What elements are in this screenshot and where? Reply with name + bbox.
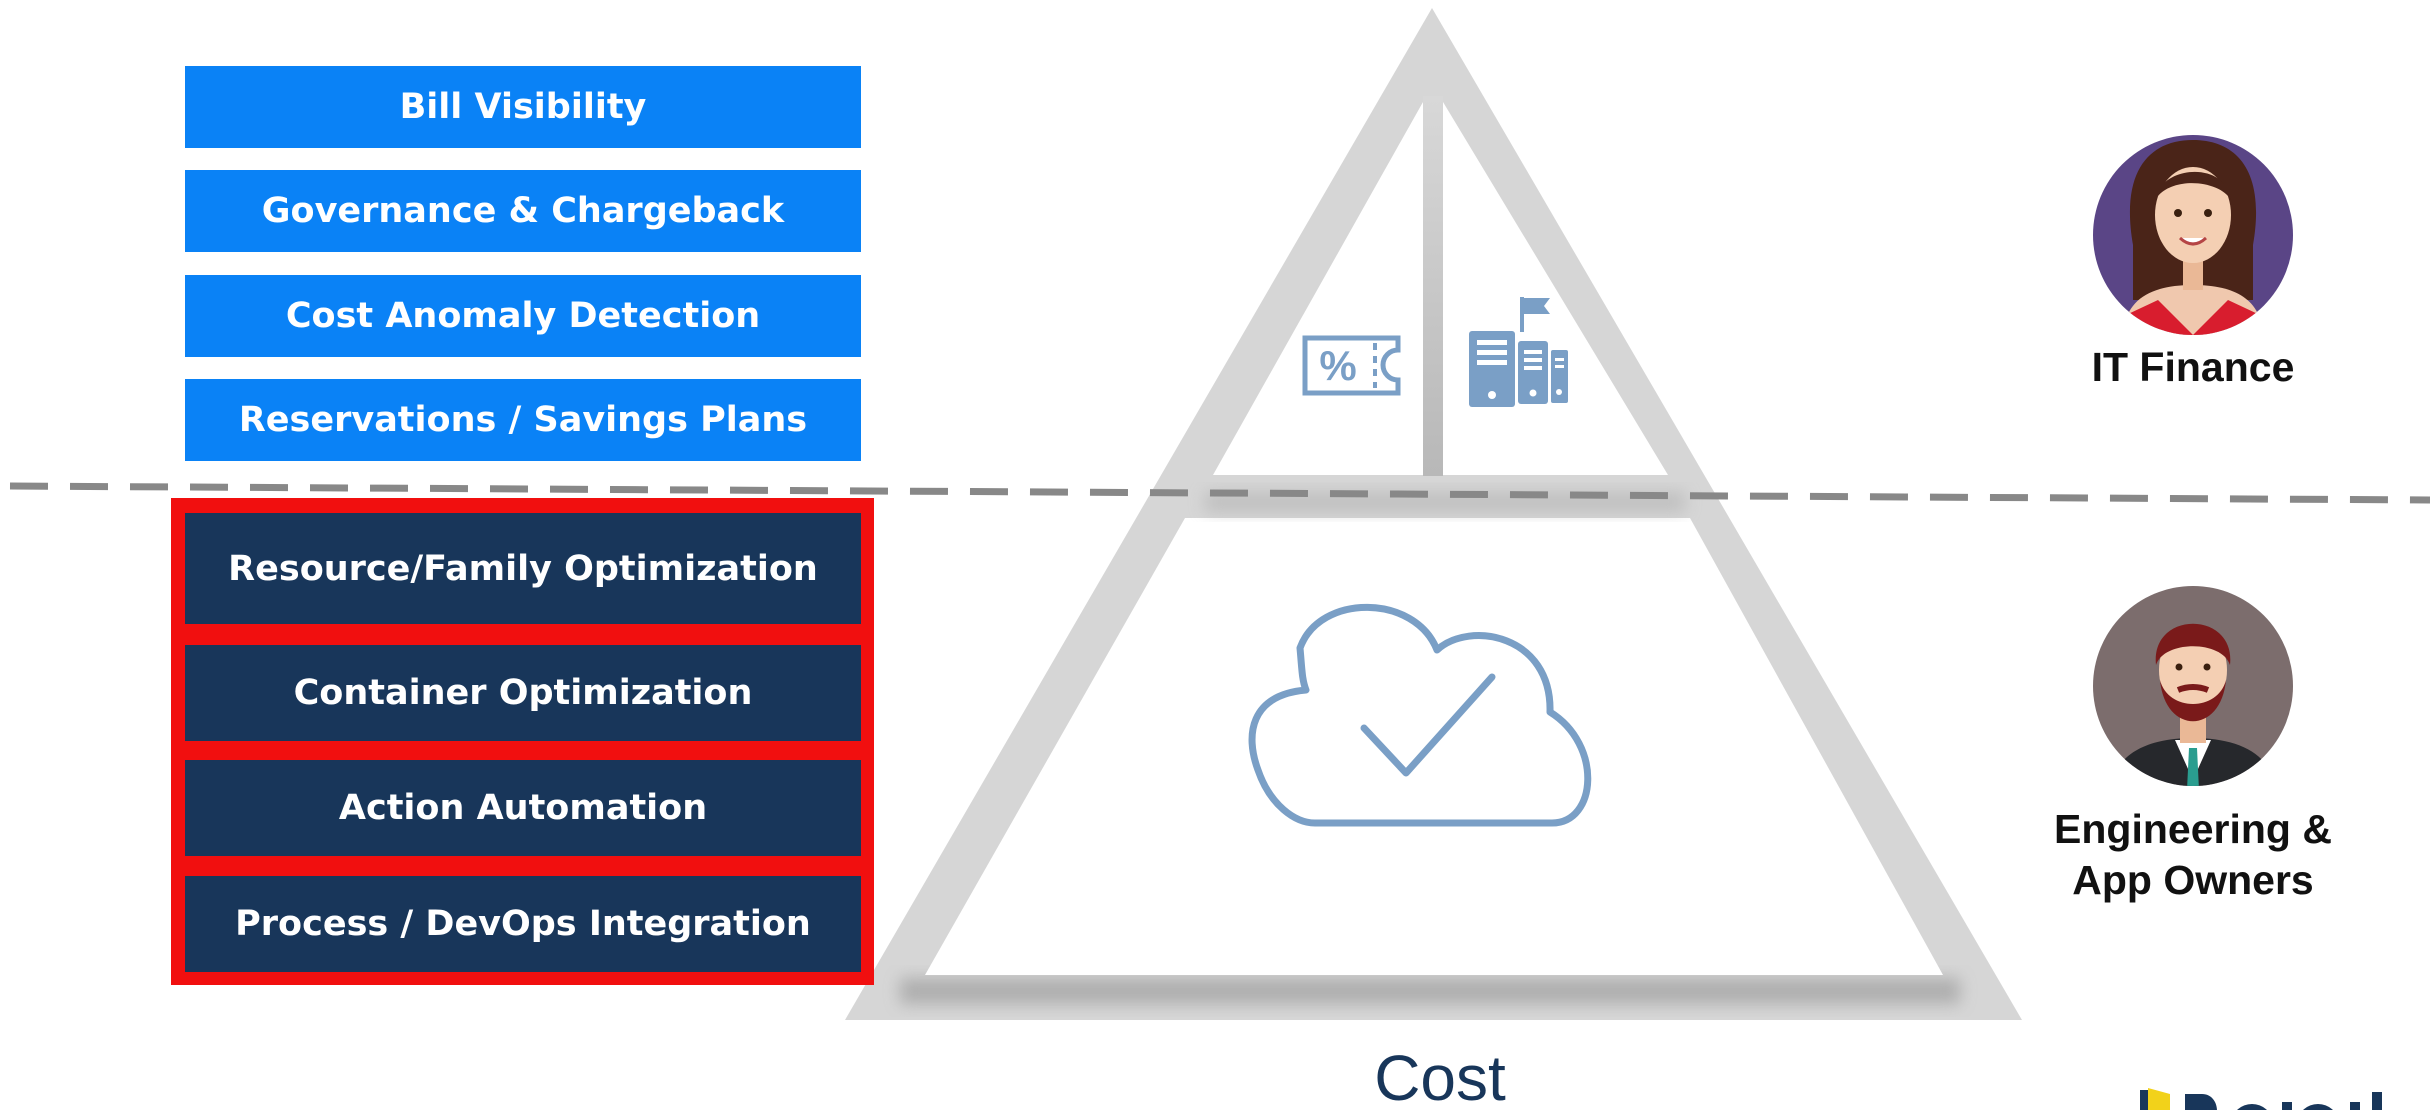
brand-logo	[2140, 1088, 2430, 1110]
discount-ticket-icon: %	[1302, 335, 1401, 396]
persona-it-finance-label: IT Finance	[2091, 344, 2295, 390]
pyramid-base-label: Cost	[1374, 1042, 1506, 1114]
pyramid-top-left-section	[1213, 102, 1423, 475]
man-avatar-icon	[2093, 586, 2293, 786]
svg-text:%: %	[1319, 342, 1356, 389]
pyramid-base-shadow	[900, 978, 1960, 1004]
capability-reservations-savings-plans: Reservations / Savings Plans	[185, 379, 861, 461]
capability-action-automation: Action Automation	[185, 760, 861, 856]
persona-engineering-line2: App Owners	[2072, 857, 2314, 903]
section-divider	[9, 482, 2430, 504]
capability-governance-chargeback: Governance & Chargeback	[185, 170, 861, 252]
capability-bill-visibility: Bill Visibility	[185, 66, 861, 148]
server-rack-icon	[1469, 297, 1568, 407]
persona-engineering-line1: Engineering &	[2054, 806, 2332, 852]
capability-resource-family-optimization: Resource/Family Optimization	[185, 513, 861, 624]
capability-container-optimization: Container Optimization	[185, 645, 861, 741]
cloud-check-icon	[1248, 603, 1592, 827]
woman-avatar-icon	[2093, 135, 2293, 335]
capability-cost-anomaly-detection: Cost Anomaly Detection	[185, 275, 861, 357]
persona-engineering-label: Engineering & App Owners	[2003, 804, 2383, 906]
capability-process-devops-integration: Process / DevOps Integration	[185, 876, 861, 972]
pyramid-center-pole	[1423, 96, 1443, 476]
pyramid-band-shadow	[1205, 492, 1685, 512]
